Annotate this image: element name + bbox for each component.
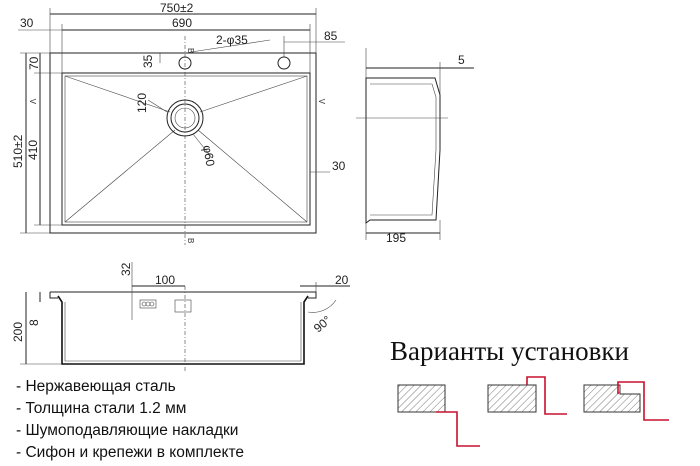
install-variant-1 [397, 384, 480, 447]
side-profile [365, 77, 441, 224]
section-mark-top: B [186, 48, 195, 53]
spec-item: - Шумоподавляющие накладки [16, 422, 238, 439]
sink-outer-rim [49, 52, 317, 234]
dim-section-100: 100 [155, 273, 175, 287]
section-bowl [57, 295, 309, 365]
slope-line [199, 75, 308, 113]
drain-section [174, 299, 192, 313]
dim-side-depth: 195 [386, 231, 406, 245]
spec-item: - Сифон и крепежи в комплекте [16, 444, 244, 461]
spec-list: - Нержавеющая сталь - Толщина стали 1.2 … [16, 378, 244, 461]
sink-bowl-inner [64, 75, 308, 223]
spec-item: - Толщина стали 1.2 мм [16, 400, 186, 417]
dim-section-8: 8 [27, 319, 41, 326]
dim-edge-right: 85 [324, 29, 338, 43]
dim-top-edge: 70 [27, 56, 41, 70]
section-rim [50, 291, 317, 299]
slope-line [197, 129, 308, 223]
dim-total-depth: 510±2 [11, 134, 25, 168]
left-dimensions: 510±2 410 70 [11, 52, 62, 234]
dim-side-thickness: 5 [458, 53, 465, 67]
overflow-holes [139, 299, 157, 309]
section-view: 32 100 20 200 8 90° [11, 262, 350, 372]
dim-section-20: 20 [335, 273, 349, 287]
dim-section-32: 32 [119, 262, 133, 276]
install-variant-2 [487, 376, 567, 415]
side-mark-right: Λ [318, 98, 327, 104]
slope-line [64, 129, 176, 223]
dim-bowl-width: 690 [172, 16, 192, 30]
dim-bowl-depth: 410 [26, 140, 40, 160]
side-profile-inner [370, 83, 437, 216]
install-variant-3 [583, 381, 669, 421]
dim-drain: φ60 [200, 144, 218, 168]
install-title: Варианты установки [390, 336, 629, 366]
dim-section-height: 200 [11, 322, 25, 342]
dim-holes: 2-φ35 [216, 33, 248, 47]
dim-angle: 90° [311, 313, 334, 336]
sink-bowl [61, 72, 311, 226]
side-mark-left: Λ [29, 98, 38, 104]
section-mark-bottom: B [186, 238, 195, 243]
top-view: B B Λ Λ [29, 36, 327, 245]
side-view: 5 195 [356, 48, 474, 245]
dim-hole-offset: 35 [141, 54, 155, 68]
tap-hole-right [277, 56, 291, 70]
spec-item: - Нержавеющая сталь [16, 378, 176, 395]
dim-total-width: 750±2 [160, 1, 194, 15]
dim-edge-left: 30 [20, 16, 34, 30]
dim-radius: 120 [135, 93, 149, 113]
dim-side-gap: 30 [332, 159, 346, 173]
slope-line [64, 75, 171, 113]
top-dimensions: 750±2 690 30 85 2-φ35 35 120 φ60 30 [18, 1, 346, 173]
